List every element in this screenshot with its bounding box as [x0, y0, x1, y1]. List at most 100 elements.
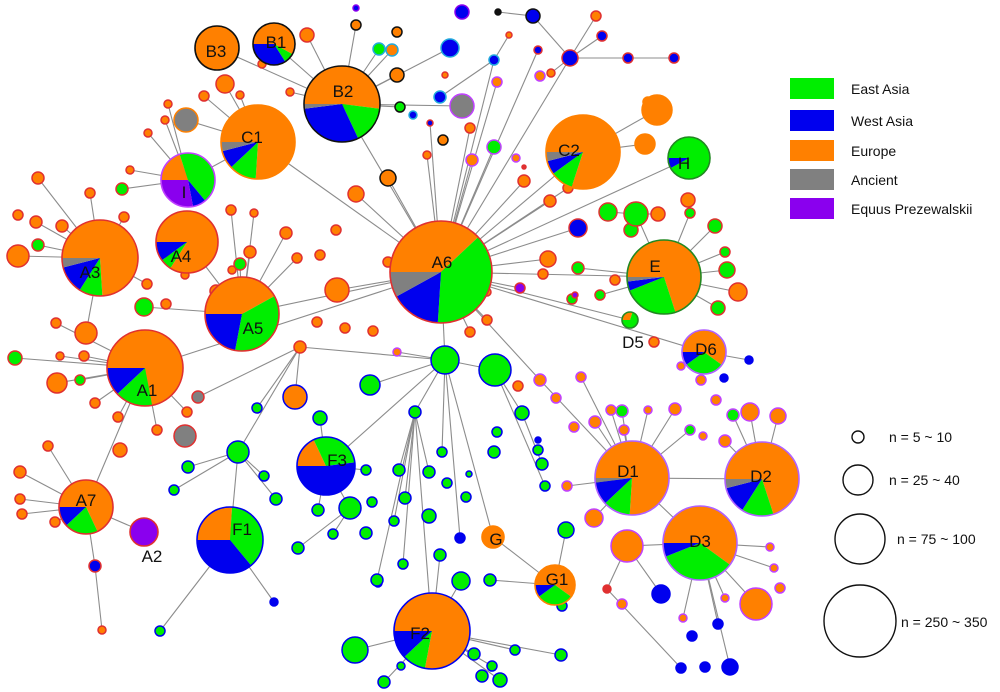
- haplotype-node: [347, 185, 365, 203]
- pie-slice: [107, 330, 183, 406]
- haplotype-node: [112, 442, 128, 458]
- haplotype-node: [89, 397, 101, 409]
- haplogroup-node-a1: A1: [106, 329, 184, 407]
- haplotype-node: [46, 372, 68, 394]
- network-edge: [94, 565, 103, 631]
- haplotype-node: [557, 521, 575, 539]
- haplotype-node: [433, 90, 447, 104]
- network-edge: [144, 271, 442, 369]
- haplotype-node: [537, 268, 549, 280]
- haplotype-node: [385, 43, 399, 57]
- haplotype-node: [512, 380, 524, 392]
- haplotype-node: [765, 542, 775, 552]
- haplogroup-label: B1: [266, 33, 287, 52]
- pie-slice: [394, 593, 470, 670]
- pie-slice: [682, 330, 726, 365]
- haplotype-node: [602, 584, 612, 594]
- pie-slice: [130, 518, 158, 546]
- pie-slice: [297, 439, 326, 466]
- haplotype-node: [486, 139, 502, 155]
- haplotype-node: [226, 440, 250, 464]
- haplotype-node: [173, 424, 197, 448]
- haplotype-node: [16, 508, 28, 520]
- haplotype-node: [668, 52, 680, 64]
- haplotype-node: [584, 508, 604, 528]
- haplogroup-node-g: G: [481, 525, 505, 549]
- haplogroup-label: A4: [171, 247, 192, 266]
- size-circle-75-100: [834, 513, 886, 565]
- haplotype-node: [726, 408, 740, 422]
- network-edge: [414, 411, 430, 473]
- pie-slice: [535, 565, 575, 597]
- pie-outline: [160, 152, 216, 208]
- haplotype-node: [440, 38, 460, 58]
- pie-slice: [627, 277, 664, 282]
- haplotype-node: [554, 648, 568, 662]
- pie-outline: [594, 440, 670, 516]
- pie-slice: [668, 158, 689, 169]
- pie-slice: [394, 631, 432, 658]
- haplotype-node: [291, 252, 303, 264]
- haplotype-node: [12, 209, 24, 221]
- haplotype-node: [74, 374, 86, 386]
- pie-slice: [59, 507, 86, 526]
- haplotype-node: [678, 613, 688, 623]
- haplotype-node: [483, 573, 497, 587]
- haplotype-node: [314, 249, 326, 261]
- haplotype-node: [312, 410, 328, 426]
- pie-slice: [725, 479, 762, 489]
- pie-slice: [161, 242, 187, 269]
- haplotype-node: [74, 321, 98, 345]
- haplogroup-label: C2: [558, 141, 580, 160]
- size-label-75-100: n = 75 ~ 100: [897, 531, 976, 547]
- haplotype-node: [397, 558, 409, 570]
- network-edge: [197, 346, 301, 398]
- haplotype-node: [539, 480, 551, 492]
- pie-slice: [663, 505, 737, 565]
- haplotype-node: [609, 274, 621, 286]
- pie-slice: [725, 441, 799, 515]
- pie-outline: [393, 592, 471, 670]
- haplotype-node: [279, 226, 293, 240]
- haplotype-node: [285, 87, 295, 97]
- haplogroup-label: A6: [432, 253, 453, 272]
- haplotype-node: [84, 187, 96, 199]
- haplotype-node: [181, 460, 195, 474]
- pie-slice: [622, 312, 639, 328]
- haplogroup-node-d6: D6: [681, 329, 727, 375]
- pie-outline: [220, 104, 296, 180]
- haplotype-node: [642, 96, 654, 108]
- haplotype-node: [486, 660, 498, 672]
- pie-slice: [304, 65, 380, 109]
- pie-outline: [129, 517, 159, 547]
- haplotype-node: [465, 153, 479, 167]
- size-circle-5-10: [851, 430, 865, 444]
- haplotype-node: [78, 350, 90, 362]
- pie-slice: [156, 210, 218, 273]
- haplotype-node: [533, 373, 547, 387]
- haplotype-node: [568, 421, 580, 433]
- haplotype-node: [451, 571, 471, 591]
- haplotype-node: [389, 67, 405, 83]
- pie-slice: [205, 314, 242, 351]
- haplotype-node: [740, 402, 760, 422]
- haplotype-node: [143, 128, 153, 138]
- pie-slice: [595, 441, 669, 516]
- haplotype-node: [769, 563, 779, 573]
- pie-slice: [682, 352, 704, 365]
- haplotype-node: [97, 625, 107, 635]
- haplogroup-node-a7: A7: [58, 479, 114, 535]
- haplotype-node: [684, 207, 696, 219]
- haplotype-node: [379, 169, 397, 187]
- haplotype-node: [467, 647, 481, 661]
- haplotype-node: [370, 573, 384, 587]
- haplotype-node: [6, 244, 30, 268]
- haplotype-node: [488, 54, 500, 66]
- pie-slice: [342, 104, 380, 139]
- haplogroup-label: G: [489, 530, 502, 549]
- haplotype-node: [460, 491, 472, 503]
- pie-slice: [297, 462, 355, 496]
- haplotype-node: [616, 598, 628, 610]
- haplogroup-label: I: [182, 183, 187, 202]
- haplogroup-node-d2: D2: [724, 441, 800, 517]
